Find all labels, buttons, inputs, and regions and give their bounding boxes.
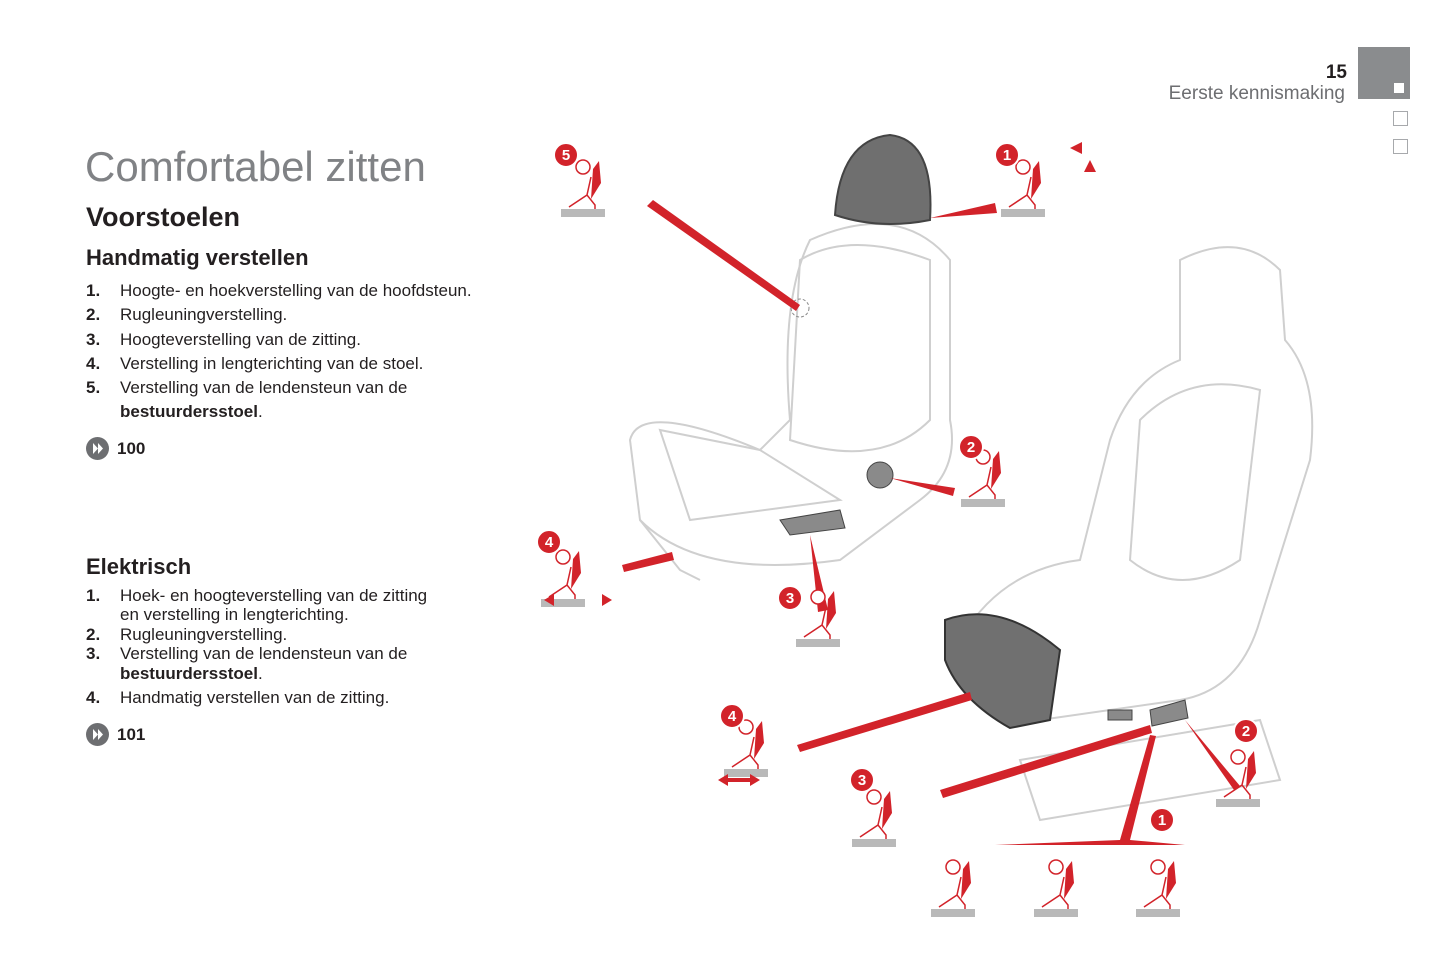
svg-text:3: 3 — [858, 772, 866, 789]
section-name: Eerste kennismaking — [1168, 83, 1345, 104]
chapter-tab — [1393, 111, 1408, 126]
page-number: 15 — [1325, 62, 1347, 83]
callout-1: 1 — [1149, 807, 1175, 833]
svg-text:1: 1 — [1003, 147, 1011, 164]
list-item: 4.Verstelling in lengterichting van de s… — [86, 353, 424, 373]
list-item: 3.Hoogteverstelling van de zitting. — [86, 329, 361, 349]
list-item: 4.Handmatig verstellen van de zitting. — [86, 688, 390, 708]
list-item: 2.Rugleuningverstelling. — [86, 624, 288, 644]
list-item: 2.Rugleuningverstelling. — [86, 305, 288, 325]
callout-1: 1 — [994, 142, 1020, 168]
callout-3: 3 — [777, 585, 803, 611]
callout-5: 5 — [553, 142, 579, 168]
chapter-tab-active — [1358, 47, 1410, 99]
svg-text:4: 4 — [545, 534, 554, 551]
list-item: 1.Hoek- en hoogteverstelling van de zitt… — [86, 586, 428, 625]
callout-4: 4 — [536, 529, 562, 555]
electric-heading: Elektrisch — [86, 554, 192, 579]
callout-3: 3 — [849, 767, 875, 793]
svg-text:3: 3 — [786, 590, 794, 607]
manual-list: 1.Hoogte- en hoekverstelling van de hoof… — [86, 279, 472, 425]
page-reference[interactable]: 101 — [86, 723, 145, 746]
manual-seat — [628, 223, 953, 581]
svg-text:2: 2 — [1242, 723, 1250, 740]
svg-text:1: 1 — [1158, 812, 1166, 829]
svg-text:5: 5 — [562, 147, 570, 164]
seat-illustration: 5 1 2 4 3 4 3 2 1 — [536, 133, 1314, 918]
page-reference[interactable]: 100 — [86, 437, 145, 460]
callout-2: 2 — [1233, 718, 1259, 744]
page-title: Comfortabel zitten — [85, 143, 426, 190]
reference-page: 101 — [117, 724, 146, 744]
svg-text:2: 2 — [967, 439, 975, 456]
svg-text:4: 4 — [728, 708, 737, 725]
section-title: Voorstoelen — [86, 202, 241, 232]
next-arrow-icon — [86, 723, 109, 746]
callout-2: 2 — [958, 434, 984, 460]
reference-page: 100 — [117, 438, 146, 458]
next-arrow-icon — [86, 437, 109, 460]
list-item: 1.Hoogte- en hoekverstelling van de hoof… — [86, 281, 472, 300]
manual-heading: Handmatig verstellen — [86, 245, 309, 270]
arrow-icon — [544, 142, 1096, 786]
callout-4: 4 — [719, 703, 745, 729]
electric-list: 1.Hoek- en hoogteverstelling van de zitt… — [86, 586, 427, 707]
chapter-tab — [1393, 139, 1408, 154]
